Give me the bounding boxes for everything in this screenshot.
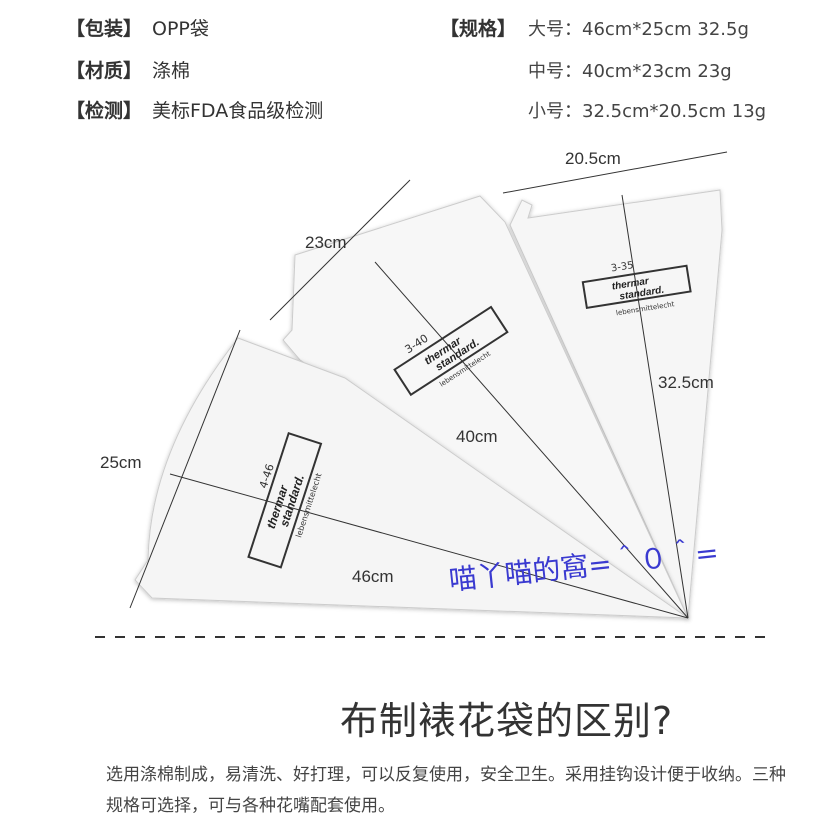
spec-label: 【规格】 bbox=[440, 18, 517, 40]
large-length-label: 46cm bbox=[352, 567, 394, 586]
small-length-label: 32.5cm bbox=[658, 373, 714, 392]
info-label-packaging: 【包装】 bbox=[66, 18, 143, 40]
small-bag bbox=[509, 189, 723, 620]
info-label-testing: 【检测】 bbox=[66, 100, 143, 122]
svg-text:3-35: 3-35 bbox=[610, 260, 634, 274]
small-width-label: 20.5cm bbox=[565, 149, 621, 168]
dimension-lines bbox=[129, 151, 728, 619]
spec-medium: 中号：40cm*23cm 23g bbox=[528, 61, 732, 82]
headline: 布制裱花袋的区别? bbox=[340, 699, 674, 743]
spec-large: 大号：46cm*25cm 32.5g bbox=[528, 19, 749, 40]
info-label-material: 【材质】 bbox=[66, 60, 143, 82]
info-value-material: 涤棉 bbox=[152, 60, 191, 82]
info-value-testing: 美标FDA食品级检测 bbox=[152, 100, 324, 122]
large-width-label: 25cm bbox=[100, 453, 142, 472]
large-bag bbox=[134, 337, 690, 619]
medium-length-label: 40cm bbox=[456, 427, 498, 446]
spec-small: 小号：32.5cm*20.5cm 13g bbox=[528, 101, 767, 122]
description: 选用涤棉制成，易清洗、好打理，可以反复使用，安全卫生。采用挂钩设计便于收纳。三种… bbox=[106, 765, 786, 816]
info-value-packaging: OPP袋 bbox=[152, 18, 209, 40]
medium-width-label: 23cm bbox=[305, 233, 347, 252]
